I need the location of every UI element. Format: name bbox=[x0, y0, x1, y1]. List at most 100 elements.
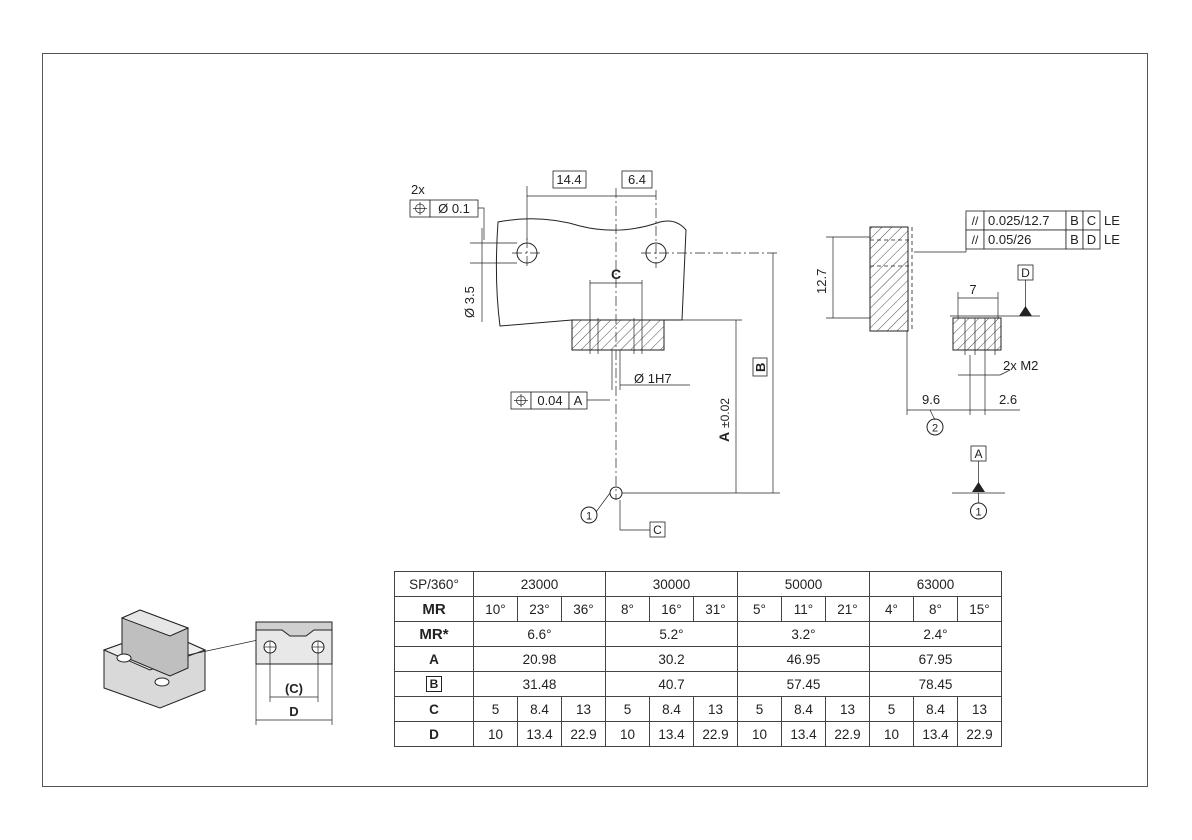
cell: 13 bbox=[561, 696, 606, 722]
callout-1-front: 1 bbox=[586, 511, 592, 523]
datum-c: C bbox=[653, 523, 662, 537]
svg-text://: // bbox=[972, 214, 979, 228]
thumb-dim-c: (C) bbox=[285, 681, 303, 696]
cell: 23° bbox=[517, 596, 562, 622]
cell: 8.4 bbox=[649, 696, 694, 722]
dim-14-4: 14.4 bbox=[556, 172, 581, 187]
cell: 13 bbox=[825, 696, 870, 722]
front-section bbox=[571, 319, 665, 351]
dim-a-tol: ±0.02 bbox=[718, 398, 732, 428]
cell: 46.95 bbox=[737, 646, 870, 672]
thumb-dim-d: D bbox=[289, 704, 298, 719]
cell: 10 bbox=[737, 721, 782, 747]
cell: 20.98 bbox=[473, 646, 606, 672]
cell: 8.4 bbox=[913, 696, 958, 722]
row-label: C bbox=[394, 696, 474, 722]
table-row: MR* 6.6° 5.2° 3.2° 2.4° bbox=[394, 621, 1002, 647]
cell: 13.4 bbox=[913, 721, 958, 747]
cell: 8.4 bbox=[781, 696, 826, 722]
boxed-b-label: B bbox=[425, 676, 443, 692]
cell: 10 bbox=[869, 721, 914, 747]
spec-table: SP/360° 23000 30000 50000 63000 MR 10° 2… bbox=[394, 571, 1002, 747]
cell: 13.4 bbox=[781, 721, 826, 747]
datum-a: A bbox=[974, 447, 982, 461]
cell: 13 bbox=[957, 696, 1002, 722]
row-label: A bbox=[394, 646, 474, 672]
dim-6-4: 6.4 bbox=[628, 172, 646, 187]
dim-7: 7 bbox=[969, 282, 976, 297]
cell: 10 bbox=[605, 721, 650, 747]
cell: 22.9 bbox=[957, 721, 1002, 747]
cell: 8° bbox=[913, 596, 958, 622]
cell: 31.48 bbox=[473, 671, 606, 697]
pos-tol-value: 0.04 bbox=[537, 393, 562, 408]
cell: 8.4 bbox=[517, 696, 562, 722]
detail-section bbox=[952, 317, 1002, 351]
callout-2: 2 bbox=[932, 423, 938, 435]
group-header: 50000 bbox=[737, 571, 870, 597]
cell: 22.9 bbox=[693, 721, 738, 747]
side-section bbox=[869, 226, 909, 332]
bore-dia: Ø 1H7 bbox=[634, 371, 672, 386]
fcf1-suffix: LE bbox=[1104, 213, 1120, 228]
cell: 22.9 bbox=[825, 721, 870, 747]
fcf2-value: 0.05/26 bbox=[988, 232, 1031, 247]
cell: 10 bbox=[473, 721, 518, 747]
dim-a: A bbox=[716, 432, 732, 442]
group-header: 30000 bbox=[605, 571, 738, 597]
cell: 57.45 bbox=[737, 671, 870, 697]
header-label: SP/360° bbox=[394, 571, 474, 597]
cell: 13.4 bbox=[517, 721, 562, 747]
table-row: A 20.98 30.2 46.95 67.95 bbox=[394, 646, 1002, 672]
dim-c: C bbox=[611, 266, 621, 282]
cell: 5 bbox=[605, 696, 650, 722]
table-row: MR 10° 23° 36° 8° 16° 31° 5° 11° 21° 4° … bbox=[394, 596, 1002, 622]
cell: 3.2° bbox=[737, 621, 870, 647]
front-view: 14.4 6.4 2x Ø 0.1 Ø 3.5 C Ø 1H7 0.04 bbox=[409, 170, 780, 538]
cell: 5 bbox=[869, 696, 914, 722]
cell: 67.95 bbox=[869, 646, 1002, 672]
datum-b: B bbox=[753, 363, 768, 372]
group-header: 23000 bbox=[473, 571, 606, 597]
callout-1-side: 1 bbox=[975, 507, 981, 519]
svg-text://: // bbox=[972, 233, 979, 247]
side-view: 12.7 // 0.025/12.7 B C LE // 0.05/26 B D… bbox=[814, 210, 1120, 520]
front-outline bbox=[495, 218, 687, 327]
fcf1-value: 0.025/12.7 bbox=[988, 213, 1049, 228]
row-label: B bbox=[394, 671, 474, 697]
row-label: MR* bbox=[394, 621, 474, 647]
hole-diameter: Ø 3.5 bbox=[462, 286, 477, 318]
cell: 5 bbox=[737, 696, 782, 722]
fcf2-datum2: D bbox=[1087, 232, 1096, 247]
group-header: 63000 bbox=[869, 571, 1002, 597]
datum-d: D bbox=[1021, 266, 1030, 280]
cell: 31° bbox=[693, 596, 738, 622]
drawing-frame bbox=[42, 53, 1148, 787]
cell: 5.2° bbox=[605, 621, 738, 647]
fcf2-datum1: B bbox=[1070, 232, 1079, 247]
fcf2-suffix: LE bbox=[1104, 232, 1120, 247]
cell: 5° bbox=[737, 596, 782, 622]
cell: 22.9 bbox=[561, 721, 606, 747]
thread-spec: 2x M2 bbox=[1003, 358, 1038, 373]
cell: 13 bbox=[693, 696, 738, 722]
dim-2-6: 2.6 bbox=[999, 392, 1017, 407]
cell: 21° bbox=[825, 596, 870, 622]
cell: 8° bbox=[605, 596, 650, 622]
cell: 78.45 bbox=[869, 671, 1002, 697]
table-row: D 10 13.4 22.9 10 13.4 22.9 10 13.4 22.9… bbox=[394, 721, 1002, 747]
dim-9-6: 9.6 bbox=[922, 392, 940, 407]
thumbnail: (C) D bbox=[102, 609, 333, 725]
cell: 10° bbox=[473, 596, 518, 622]
fcf1-datum1: B bbox=[1070, 213, 1079, 228]
row-label: D bbox=[394, 721, 474, 747]
hole-tolerance: Ø 0.1 bbox=[438, 201, 470, 216]
cell: 16° bbox=[649, 596, 694, 622]
cell: 2.4° bbox=[869, 621, 1002, 647]
table-row: B 31.48 40.7 57.45 78.45 bbox=[394, 671, 1002, 697]
cell: 30.2 bbox=[605, 646, 738, 672]
fcf1-datum2: C bbox=[1087, 213, 1096, 228]
pos-tol-datum: A bbox=[574, 393, 583, 408]
table-row: SP/360° 23000 30000 50000 63000 bbox=[394, 571, 1002, 597]
